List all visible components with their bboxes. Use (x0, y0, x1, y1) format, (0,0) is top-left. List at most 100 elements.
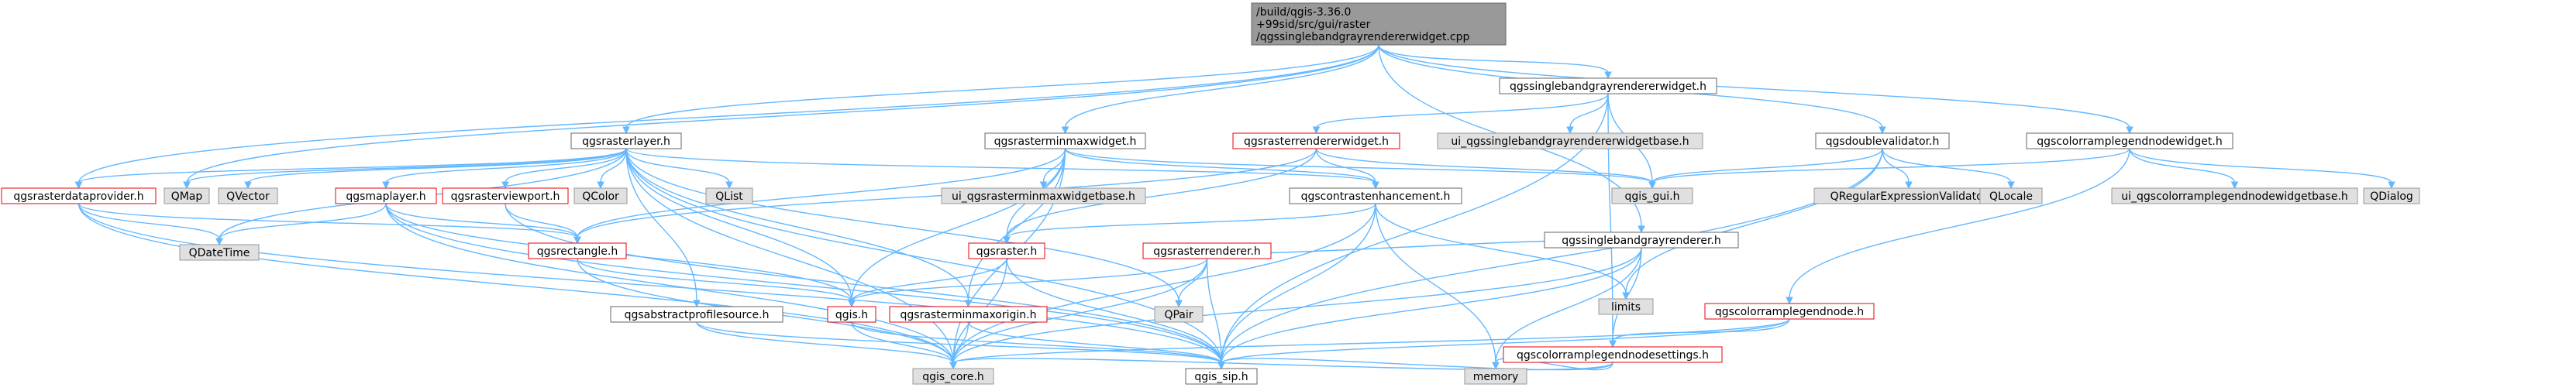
node-label-ui_qgscolorramplegend: ui_qgscolorramplegendnodewidgetbase.h (2121, 190, 2348, 203)
node-qgssinglebandgrayrenderer[interactable]: qgssinglebandgrayrenderer.h (1544, 232, 1739, 249)
edge-qgscolorramplegendnodesettings-to-qgis_core (952, 358, 1613, 371)
node-box-qgis_sip (1185, 368, 1258, 385)
edge-arrowhead-qgsrasterlayer-to-qgsrasterviewport (501, 181, 509, 190)
node-box-qgsmaplayer (335, 187, 437, 204)
node-qgsrasterviewport[interactable]: qgsrasterviewport.h (442, 187, 569, 204)
node-QColor: QColor (573, 187, 628, 204)
edge-qgsrasterlayer-to-QList (625, 148, 730, 183)
node-box-qgsrasterminmaxwidget (984, 132, 1146, 149)
node-label-qgsrectangle: qgsrectangle.h (537, 245, 618, 258)
node-QList: QList (705, 187, 753, 204)
node-box-memory (1464, 368, 1527, 385)
node-box-QDialog (2363, 187, 2420, 204)
edge-qgsrasterlayer-to-qgsmaplayer (385, 148, 627, 183)
node-box-qgsabstractprofilesource (610, 306, 783, 323)
node-QRegularExpressionValidator: QRegularExpressionValidator (1813, 187, 2004, 204)
node-label-QDialog: QDialog (2370, 190, 2413, 203)
edge-qgsdoublevalidator-to-limits (1625, 148, 1883, 294)
node-qgscolorramplegendnodesettings[interactable]: qgscolorramplegendnodesettings.h (1503, 346, 1723, 363)
edge-arrowhead-qgscolorramplegendnodewidget-to-QDialog (2388, 181, 2395, 190)
edge-qgsrectangle-to-qgis_h (577, 258, 852, 302)
node-label-qgscolorramplegendnodesettings: qgscolorramplegendnodesettings.h (1517, 349, 1709, 362)
node-label-QVector: QVector (226, 190, 270, 203)
node-box-qgsraster (968, 242, 1045, 259)
node-qgscolorramplegendnodewidget[interactable]: qgscolorramplegendnodewidget.h (2026, 132, 2233, 149)
node-qgsrectangle[interactable]: qgsrectangle.h (528, 242, 627, 259)
edge-qgsmaplayer-to-qgsrectangle (385, 203, 578, 238)
node-qgis_sip[interactable]: qgis_sip.h (1185, 368, 1258, 385)
node-qgsrasterdataprovider[interactable]: qgsrasterdataprovider.h (1, 187, 157, 204)
edge-arrowhead-qgscontrastenhancement-to-qgsraster (1003, 236, 1011, 245)
node-label-qgscolorramplegendnodewidget: qgscolorramplegendnodewidget.h (2037, 135, 2222, 148)
edge-root-to-qgscolorramplegendnodewidget (1378, 44, 2130, 129)
node-label-memory: memory (1473, 371, 1519, 383)
edge-qgsrasterminmaxorigin-to-qgis_sip (967, 321, 1222, 364)
edge-qgsrasterrenderer-to-qgis_sip (1206, 258, 1222, 364)
edge-qgis_h-to-qgis_sip (851, 321, 1222, 364)
node-qgis_h[interactable]: qgis.h (827, 306, 876, 323)
node-box-ui_qgsrasterminmax (941, 187, 1146, 204)
edge-qgsrasterlayer-to-QVector (247, 148, 627, 183)
edge-qgsrasterlayer-to-QColor (600, 148, 627, 183)
node-label-qgis_sip: qgis_sip.h (1194, 371, 1248, 383)
node-box-QLocale (1979, 187, 2043, 204)
edge-arrowhead-qgsrasterlayer-to-qgsrasterdataprovider (74, 181, 83, 190)
node-qgssinglebandgrayrendererwidget_h[interactable]: qgssinglebandgrayrendererwidget.h (1499, 77, 1717, 94)
edge-qgis_h-to-qgis_core (851, 321, 954, 364)
edge-qgsrasterlayer-to-qgscontrastenhancement (625, 148, 1376, 183)
node-label-qgsmaplayer: qgsmaplayer.h (346, 190, 425, 203)
edge-qgsrasterlayer-to-qgis_sip (625, 148, 1222, 364)
node-qgsrasterlayer[interactable]: qgsrasterlayer.h (570, 132, 682, 149)
edge-qgscontrastenhancement-to-qgsraster (1006, 203, 1376, 238)
node-box-qgsrectangle (528, 242, 627, 259)
node-label-qgsrasterrenderer: qgsrasterrenderer.h (1153, 245, 1261, 258)
node-QMap: QMap (164, 187, 210, 204)
edge-root-to-QMap (186, 44, 1379, 183)
node-label-qgsabstractprofilesource: qgsabstractprofilesource.h (625, 309, 770, 321)
node-QPair: QPair (1154, 306, 1204, 323)
node-qgscontrastenhancement[interactable]: qgscontrastenhancement.h (1289, 187, 1462, 204)
edge-qgsrasterminmaxwidget-to-qgis_gui (1064, 148, 1653, 183)
edge-qgsrasterdataprovider-to-qgis_sip (77, 203, 1222, 364)
node-qgsrasterrenderer[interactable]: qgsrasterrenderer.h (1142, 242, 1272, 259)
node-box-qgsrasterdataprovider (1, 187, 157, 204)
edge-qgssinglebandgrayrendererwidget_h-to-ui_qgssinglebandgray (1569, 93, 1609, 129)
node-qgsdoublevalidator[interactable]: qgsdoublevalidator.h (1815, 132, 1950, 149)
edge-arrowhead-qgscolorramplegendnodewidget-to-ui_qgscolorramplegend (2230, 181, 2239, 190)
node-qgsabstractprofilesource[interactable]: qgsabstractprofilesource.h (610, 306, 783, 323)
node-box-qgsrasterrenderer (1142, 242, 1272, 259)
edge-qgsdoublevalidator-to-QLocale (1882, 148, 2012, 183)
edge-qgsrasterrendererwidget-to-qgscontrastenhancement (1315, 148, 1376, 183)
edge-arrowhead-root-to-qgsdoublevalidator (1879, 126, 1886, 135)
node-label-qgis_gui: qgis_gui.h (1625, 190, 1680, 203)
node-box-QList (705, 187, 753, 204)
node-label-qgscolorramplegendnode: qgscolorramplegendnode.h (1715, 306, 1864, 318)
edge-qgsabstractprofilesource-to-qgis_sip (696, 321, 1222, 364)
node-box-QVector (218, 187, 278, 204)
edge-arrowhead-qgsdoublevalidator-to-QRegularExpressionValidator (1905, 181, 1913, 190)
edge-qgscontrastenhancement-to-limits (1375, 203, 1627, 294)
node-qgis_gui: qgis_gui.h (1611, 187, 1693, 204)
edge-qgscolorramplegendnodewidget-to-QDialog (2129, 148, 2392, 183)
node-box-ui_qgscolorramplegend (2111, 187, 2358, 204)
node-box-qgsrasterlayer (570, 132, 682, 149)
node-memory: memory (1464, 368, 1527, 385)
node-qgsrasterminmaxwidget[interactable]: qgsrasterminmaxwidget.h (984, 132, 1146, 149)
node-qgsrasterrendererwidget[interactable]: qgsrasterrendererwidget.h (1232, 132, 1400, 149)
node-box-qgscolorramplegendnodewidget (2026, 132, 2233, 149)
node-label-root: /qgssinglebandgrayrendererwidget.cpp (1256, 31, 1469, 43)
node-label-qgis_core: qgis_core.h (922, 371, 984, 383)
node-box-qgscolorramplegendnodesettings (1503, 346, 1723, 363)
edge-qgsmaplayer-to-qgis_sip (385, 203, 1222, 364)
edge-qgscolorramplegendnodewidget-to-qgis_gui (1651, 148, 2130, 183)
edge-arrowhead-qgsrasterlayer-to-qgsmaplayer (382, 181, 390, 190)
edge-arrowhead-qgsmaplayer-to-QDateTime (215, 238, 223, 246)
edge-qgsrasterrendererwidget-to-qgsraster (1006, 148, 1317, 238)
node-qgscolorramplegendnode[interactable]: qgscolorramplegendnode.h (1704, 303, 1875, 320)
node-qgsmaplayer[interactable]: qgsmaplayer.h (335, 187, 437, 204)
node-qgsrasterminmaxorigin[interactable]: qgsrasterminmaxorigin.h (889, 306, 1048, 323)
node-qgsraster[interactable]: qgsraster.h (968, 242, 1045, 259)
edge-layer (74, 44, 2395, 371)
edge-qgsdoublevalidator-to-QRegularExpressionValidator (1882, 148, 1910, 183)
edge-qgsabstractprofilesource-to-qgis_core (696, 321, 954, 364)
